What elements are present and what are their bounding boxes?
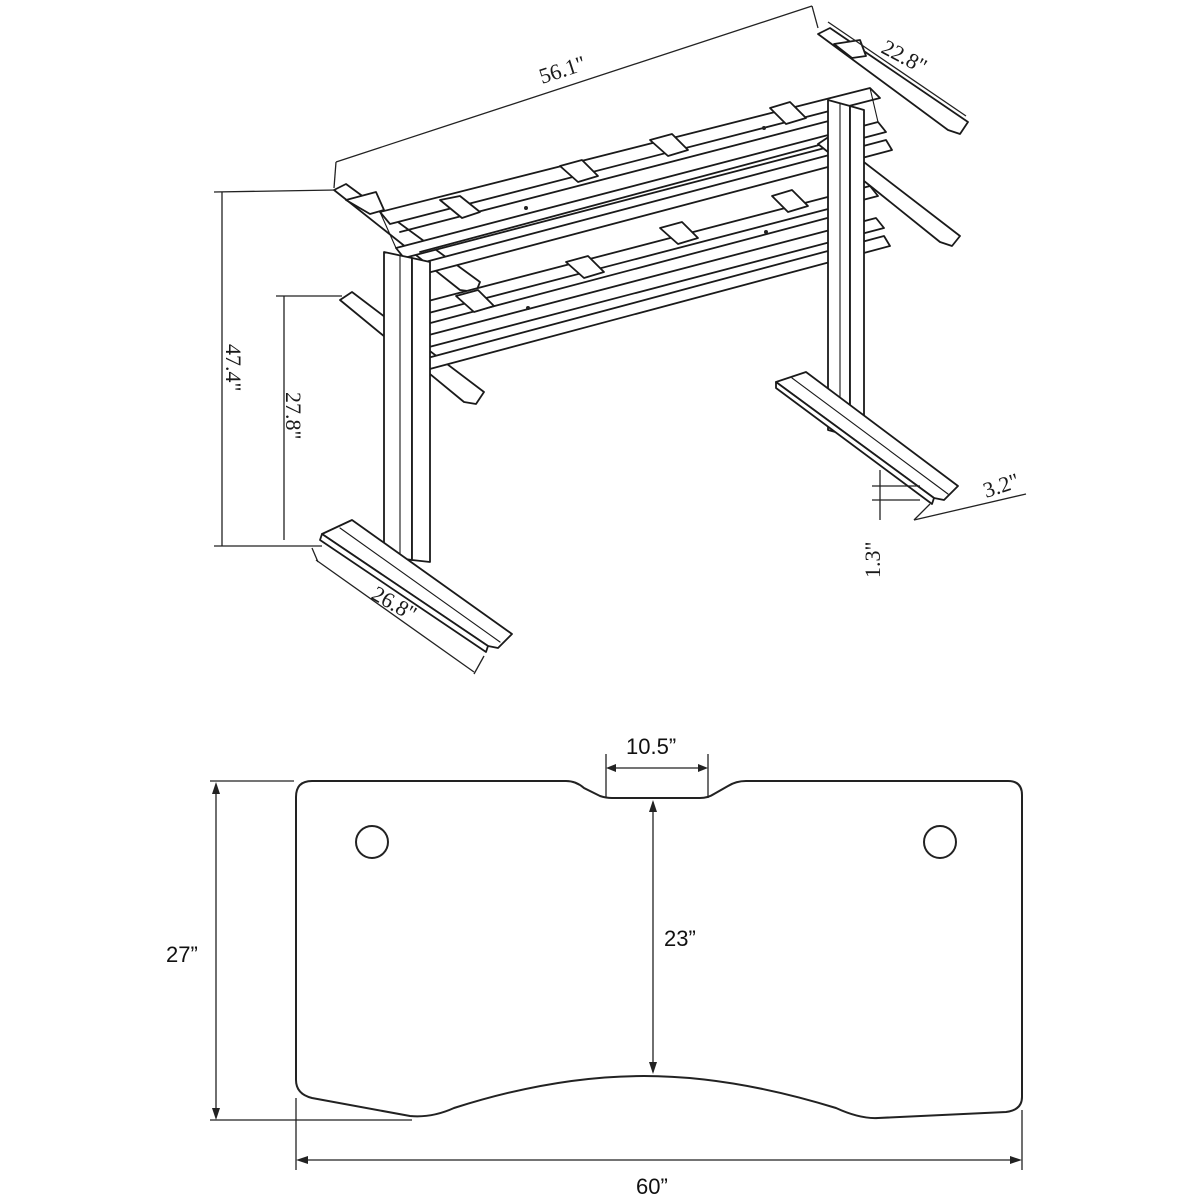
frame-columns xyxy=(383,99,865,563)
grommet-hole-right xyxy=(923,825,957,859)
desktop-dimension-lines xyxy=(210,754,1023,1170)
center-depth-label: 23” xyxy=(664,926,696,951)
min-height-label: 27.8" xyxy=(281,392,306,439)
desktop-top-view xyxy=(295,780,1023,1120)
max-height-label: 47.4" xyxy=(221,344,246,391)
desktop-width-label: 60” xyxy=(636,1174,668,1199)
desk-frame-drawing xyxy=(319,27,969,653)
frame-length-label: 56.1" xyxy=(536,50,589,88)
upper-frame xyxy=(333,27,969,293)
foot-width-label: 3.2" xyxy=(980,468,1022,503)
frame-feet xyxy=(319,371,959,653)
foot-height-label: 1.3" xyxy=(860,542,885,578)
grommet-hole-left xyxy=(355,825,389,859)
notch-width-label: 10.5” xyxy=(626,734,676,759)
frame-dimension-lines xyxy=(213,5,1027,675)
desktop-outline xyxy=(295,780,1023,1120)
desktop-labels: 10.5” 23” 27” 60” xyxy=(166,734,696,1199)
desktop-depth-label: 27” xyxy=(166,942,198,967)
